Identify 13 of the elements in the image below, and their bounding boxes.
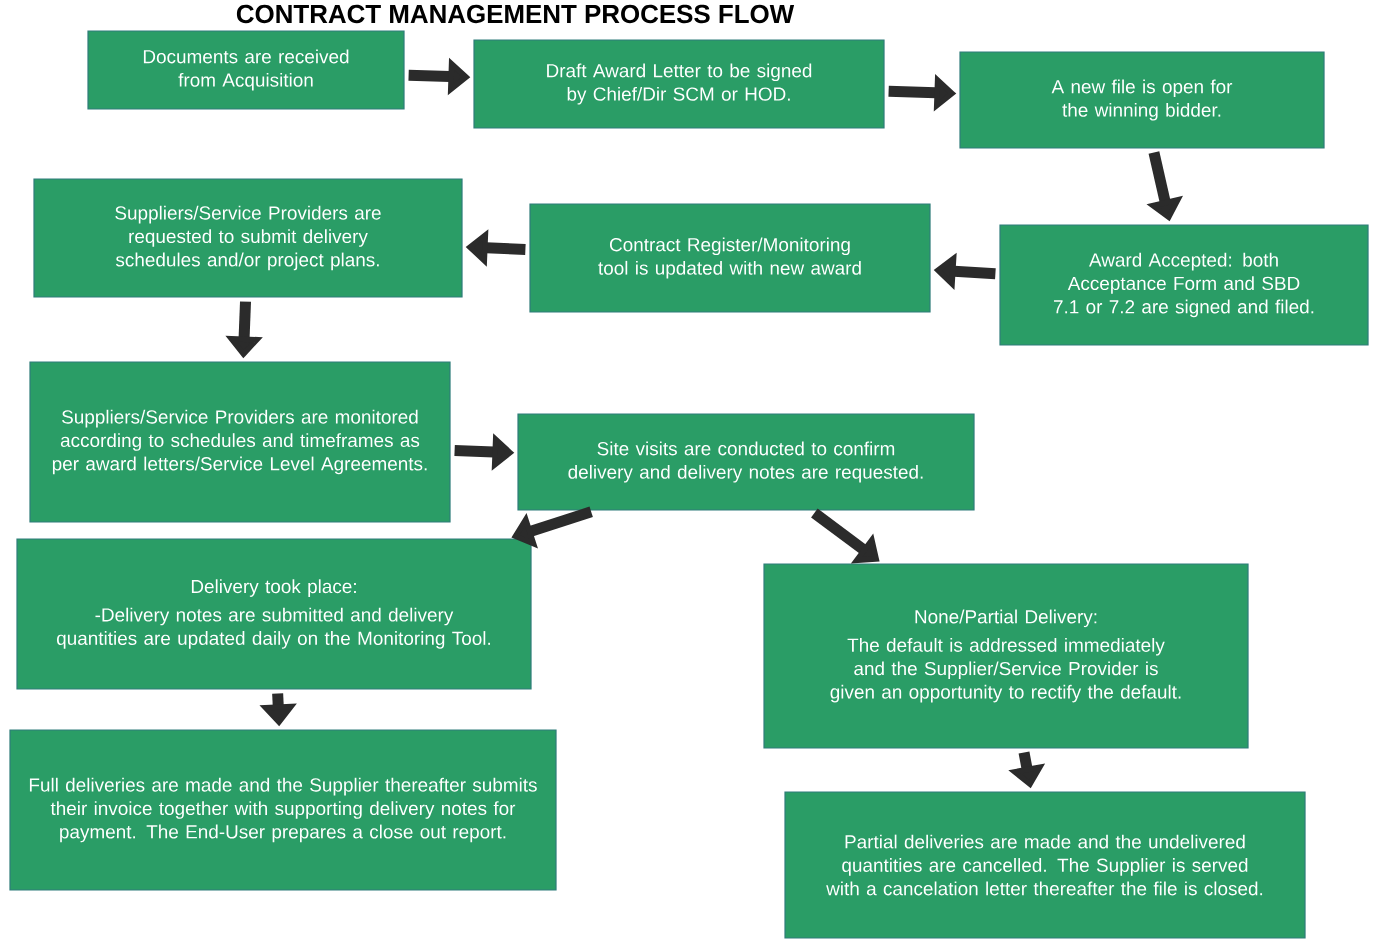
process-box: Documents are received from Acquisition: [87, 30, 405, 110]
title: CONTRACT MANAGEMENT PROCESS FLOW: [236, 4, 795, 24]
process-box: Draft Award Letter to be signed by Chief/Dir SCM or HOD.: [473, 39, 885, 129]
process-box: Award Accepted: both Acceptance Form and SBD 7.1 or 7.2 are signed and filed.: [999, 224, 1369, 346]
process-box: Full deliveries are made and the Supplier thereafter submits their invoice together with supporting delivery notes for payment. The End-User prepares a close out report.: [9, 729, 557, 891]
process-box: Delivery took place: -Delivery notes are submitted and delivery quantities are updated daily on the Monitoring Tool.: [16, 538, 532, 690]
process-box: Contract Register/Monitoring tool is updated with new award: [529, 203, 931, 313]
process-box: Suppliers/Service Providers are requested to submit delivery schedules and/or project plans.: [33, 178, 463, 298]
process-box: A new file is open for the winning bidder.: [959, 51, 1325, 149]
process-box: Site visits are conducted to confirm delivery and delivery notes are requested.: [517, 413, 975, 511]
process-box: None/Partial Delivery: The default is addressed immediately and the Supplier/Service Provider is given an opportunity to rectify the default.: [763, 563, 1249, 749]
process-box: Partial deliveries are made and the undelivered quantities are cancelled. The Supplier is served with a cancelation letter thereafter the file is closed.: [784, 791, 1306, 939]
process-box: Suppliers/Service Providers are monitored according to schedules and timeframes as per award letters/Service Level Agreements.: [29, 361, 451, 523]
